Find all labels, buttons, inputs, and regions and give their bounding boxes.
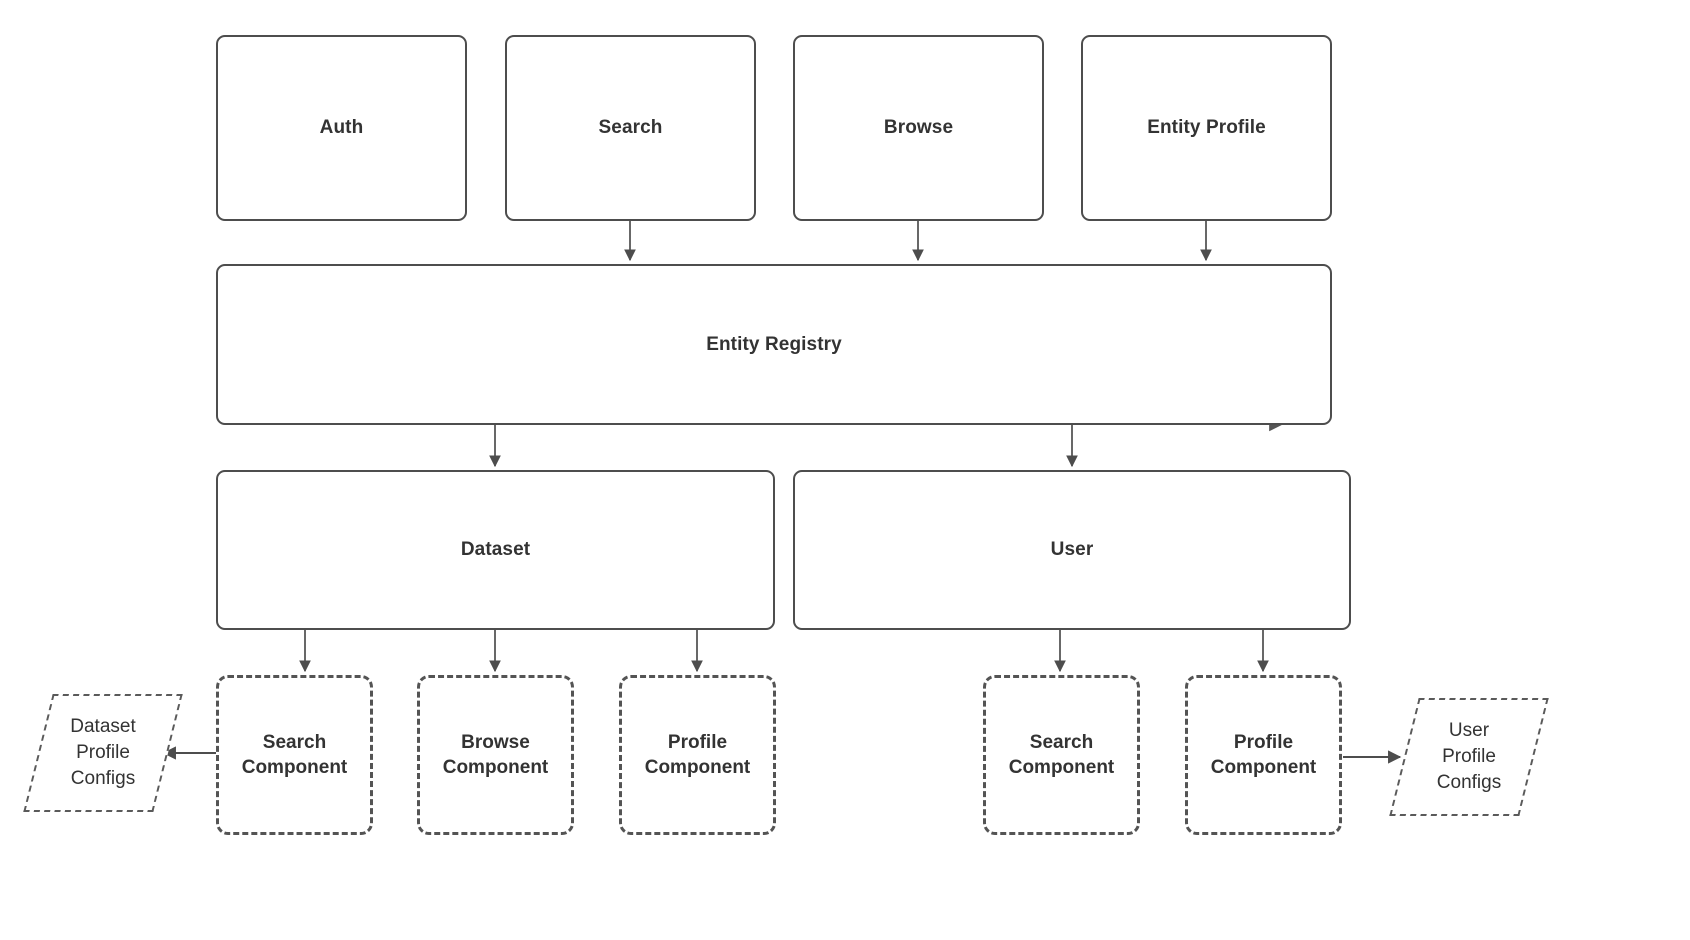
user-profile-configs-line1: User bbox=[1448, 719, 1490, 741]
node-auth[interactable]: Auth bbox=[216, 35, 467, 221]
node-search[interactable]: Search bbox=[505, 35, 756, 221]
user-search-component-line1: Search bbox=[1029, 731, 1094, 753]
dataset-search-component-line2: Component bbox=[241, 757, 348, 778]
node-auth-label: Auth bbox=[319, 117, 364, 138]
user-search-component-line2: Component bbox=[1008, 757, 1115, 778]
user-profile-component-line1: Profile bbox=[1233, 731, 1294, 753]
node-dataset[interactable]: Dataset bbox=[216, 470, 775, 630]
node-user[interactable]: User bbox=[793, 470, 1351, 630]
dataset-profile-component-line2: Component bbox=[644, 757, 751, 778]
dataset-profile-component-line1: Profile bbox=[667, 731, 728, 753]
node-dataset-browse-component[interactable]: Browse Component bbox=[417, 675, 574, 835]
dataset-search-component-line1: Search bbox=[262, 731, 327, 753]
node-entity-registry-label: Entity Registry bbox=[706, 333, 842, 355]
node-dataset-profile-configs[interactable]: Dataset Profile Configs bbox=[23, 694, 183, 812]
dataset-browse-component-line1: Browse bbox=[461, 731, 530, 753]
dataset-profile-configs-line3: Configs bbox=[70, 768, 136, 790]
node-user-profile-configs[interactable]: User Profile Configs bbox=[1389, 698, 1549, 816]
node-user-label: User bbox=[1050, 539, 1094, 560]
dataset-profile-configs-line2: Profile bbox=[76, 741, 130, 763]
node-entity-profile-label: Entity Profile bbox=[1147, 117, 1266, 138]
node-user-profile-component[interactable]: Profile Component bbox=[1185, 675, 1342, 835]
node-dataset-profile-component[interactable]: Profile Component bbox=[619, 675, 776, 835]
node-browse-label: Browse bbox=[883, 117, 954, 138]
dataset-browse-component-line2: Component bbox=[442, 757, 549, 778]
node-user-search-component[interactable]: Search Component bbox=[983, 675, 1140, 835]
dataset-profile-configs-label: Dataset Profile Configs bbox=[38, 694, 168, 812]
user-profile-configs-line3: Configs bbox=[1436, 772, 1502, 794]
user-profile-configs-line2: Profile bbox=[1442, 745, 1496, 767]
node-dataset-search-component[interactable]: Search Component bbox=[216, 675, 373, 835]
node-dataset-label: Dataset bbox=[460, 539, 531, 560]
node-entity-registry[interactable]: Entity Registry bbox=[216, 264, 1332, 425]
dataset-profile-configs-line1: Dataset bbox=[70, 715, 136, 737]
node-entity-profile[interactable]: Entity Profile bbox=[1081, 35, 1332, 221]
user-profile-component-line2: Component bbox=[1210, 757, 1317, 778]
node-search-label: Search bbox=[598, 117, 663, 138]
user-profile-configs-label: User Profile Configs bbox=[1404, 698, 1534, 816]
node-browse[interactable]: Browse bbox=[793, 35, 1044, 221]
